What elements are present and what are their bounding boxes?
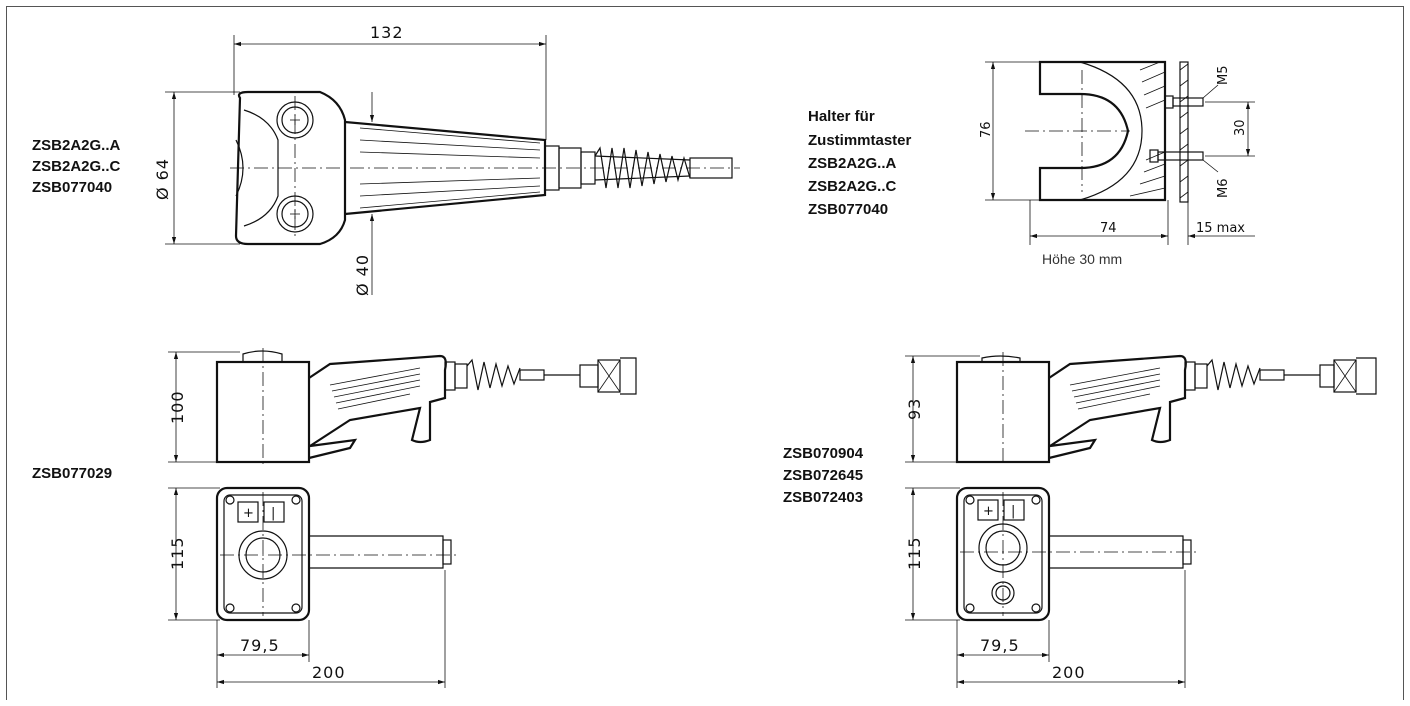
label-holder-5: ZSB077040 — [808, 201, 888, 218]
dim-115-right: 115 — [905, 536, 924, 570]
dim-30: 30 — [1233, 119, 1248, 136]
drawing-frame — [6, 6, 1404, 700]
svg-text:+: + — [983, 504, 994, 519]
label-top-left-2: ZSB2A2G..C — [32, 158, 121, 175]
dim-132: 132 — [370, 23, 404, 42]
screw-m5: M5 — [1216, 66, 1231, 86]
label-holder-3: ZSB2A2G..A — [808, 155, 897, 172]
dim-diameter-64: Ø 64 — [153, 158, 172, 200]
label-holder-2: Zustimmtaster — [808, 132, 912, 149]
dim-diameter-40: Ø 40 — [353, 254, 372, 296]
view-bottom-right: ZSB070904 ZSB072645 ZSB072403 93 115 — [783, 352, 1377, 688]
dim-200-right: 200 — [1052, 663, 1086, 682]
label-bottom-left: ZSB077029 — [32, 465, 112, 482]
label-top-left-3: ZSB077040 — [32, 179, 112, 196]
dim-15max: 15 max — [1196, 221, 1245, 236]
view-top-left: ZSB2A2G..A ZSB2A2G..C ZSB077040 132 Ø 64 — [32, 23, 740, 296]
dim-200-left: 200 — [312, 663, 346, 682]
dim-100: 100 — [168, 390, 187, 424]
view-bottom-left: ZSB077029 100 115 — [32, 348, 637, 688]
label-holder-1: Halter für — [808, 108, 875, 125]
label-bottom-right-3: ZSB072403 — [783, 489, 863, 506]
screw-m6: M6 — [1216, 179, 1231, 199]
dim-79-5-right: 79,5 — [980, 636, 1020, 655]
view-holder: Halter für Zustimmtaster ZSB2A2G..A ZSB2… — [808, 60, 1255, 267]
label-top-left-1: ZSB2A2G..A — [32, 137, 121, 154]
dim-93: 93 — [905, 398, 924, 420]
label-bottom-right-2: ZSB072645 — [783, 467, 863, 484]
note-height: Höhe 30 mm — [1042, 251, 1122, 267]
svg-text:+: + — [243, 506, 254, 521]
svg-text:|: | — [271, 506, 275, 521]
label-holder-4: ZSB2A2G..C — [808, 178, 897, 195]
dim-74: 74 — [1100, 221, 1117, 236]
svg-text:|: | — [1011, 504, 1015, 519]
label-bottom-right-1: ZSB070904 — [783, 445, 864, 462]
dim-76: 76 — [979, 121, 994, 138]
dim-79-5-left: 79,5 — [240, 636, 280, 655]
dim-115-left: 115 — [168, 536, 187, 570]
